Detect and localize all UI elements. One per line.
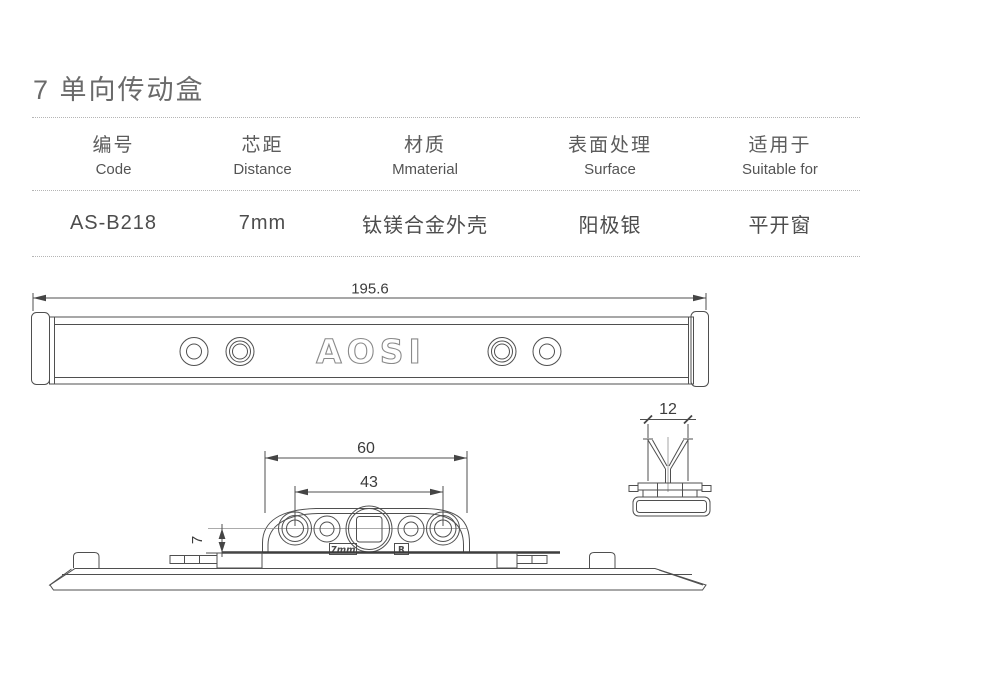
faceplate-right-bump xyxy=(589,552,616,568)
right-step xyxy=(496,552,518,569)
dim-hole-spacing: 43 xyxy=(294,474,444,526)
pin-flange xyxy=(628,482,712,498)
dim-pin-width-label: 12 xyxy=(659,401,677,418)
brand-logo: AOSI xyxy=(316,332,426,371)
header-en: Mmaterial xyxy=(392,161,458,178)
spec-table-header: 编号 Code 芯距 Distance 材质 Mmaterial 表面处理 Su… xyxy=(32,117,860,191)
dim-pin-width: 12 xyxy=(640,401,696,438)
housing-inner-line xyxy=(267,513,464,553)
cell-material: 钛镁合金外壳 xyxy=(362,215,488,237)
end-pin-view: 12 xyxy=(628,401,712,517)
cell-code: AS-B218 xyxy=(69,212,158,234)
page-title: 7 单向传动盒 xyxy=(33,75,205,106)
header-zh: 材质 xyxy=(403,135,446,156)
size-stamp: 7mm xyxy=(329,543,357,556)
faceplate-left-bump xyxy=(73,552,100,568)
pin-base xyxy=(632,496,711,517)
technical-drawing: 195.6 AOSI 60 xyxy=(31,281,712,591)
spec-table-row: AS-B218 7mm 钛镁合金外壳 阳极银 平开窗 xyxy=(32,191,860,257)
dim-length-label: 195.6 xyxy=(351,281,389,298)
faceplate xyxy=(48,552,707,591)
header-cell-material: 材质 Mmaterial xyxy=(330,118,520,190)
header-zh: 编号 xyxy=(92,135,135,156)
header-en: Suitable for xyxy=(742,161,818,178)
cell-surface: 阳极银 xyxy=(578,215,642,237)
section-holes xyxy=(278,511,460,546)
right-tab xyxy=(516,555,548,564)
side-stamp: R xyxy=(394,543,409,556)
header-zh: 表面处理 xyxy=(567,135,652,156)
header-zh: 芯距 xyxy=(241,135,284,156)
header-cell-suitable: 适用于 Suitable for xyxy=(700,118,860,190)
square-spindle-hole xyxy=(356,516,383,543)
dim-height: 7 xyxy=(189,524,226,557)
top-view: 195.6 AOSI xyxy=(31,281,709,387)
dim-hole-spacing-label: 43 xyxy=(360,474,378,491)
header-cell-code: 编号 Code xyxy=(32,118,195,190)
svg-text:7mm: 7mm xyxy=(330,546,355,556)
header-en: Surface xyxy=(584,161,636,178)
bar-body xyxy=(49,316,694,385)
header-zh: 适用于 xyxy=(748,135,812,156)
bar-left-cap xyxy=(31,312,50,385)
screw-holes xyxy=(179,337,562,366)
spindle-hub xyxy=(345,505,393,553)
header-cell-surface: 表面处理 Surface xyxy=(520,118,700,190)
dim-length: 195.6 xyxy=(32,281,707,311)
header-en: Distance xyxy=(233,161,292,178)
header-en: Code xyxy=(95,161,132,178)
left-tab xyxy=(169,555,218,564)
svg-text:R: R xyxy=(398,546,405,556)
left-step xyxy=(216,552,263,569)
front-section-view: 60 43 7mm xyxy=(48,440,707,591)
cell-suitable: 平开窗 xyxy=(748,215,812,237)
header-cell-distance: 芯距 Distance xyxy=(195,118,330,190)
cell-distance: 7mm xyxy=(238,212,287,234)
spec-table: 编号 Code 芯距 Distance 材质 Mmaterial 表面处理 Su… xyxy=(32,117,860,257)
dim-body-width-label: 60 xyxy=(357,440,375,457)
dim-body-width: 60 xyxy=(264,440,468,513)
pin-funnel xyxy=(643,437,693,492)
bar-right-cap xyxy=(690,311,709,387)
dim-height-label: 7 xyxy=(189,536,206,544)
